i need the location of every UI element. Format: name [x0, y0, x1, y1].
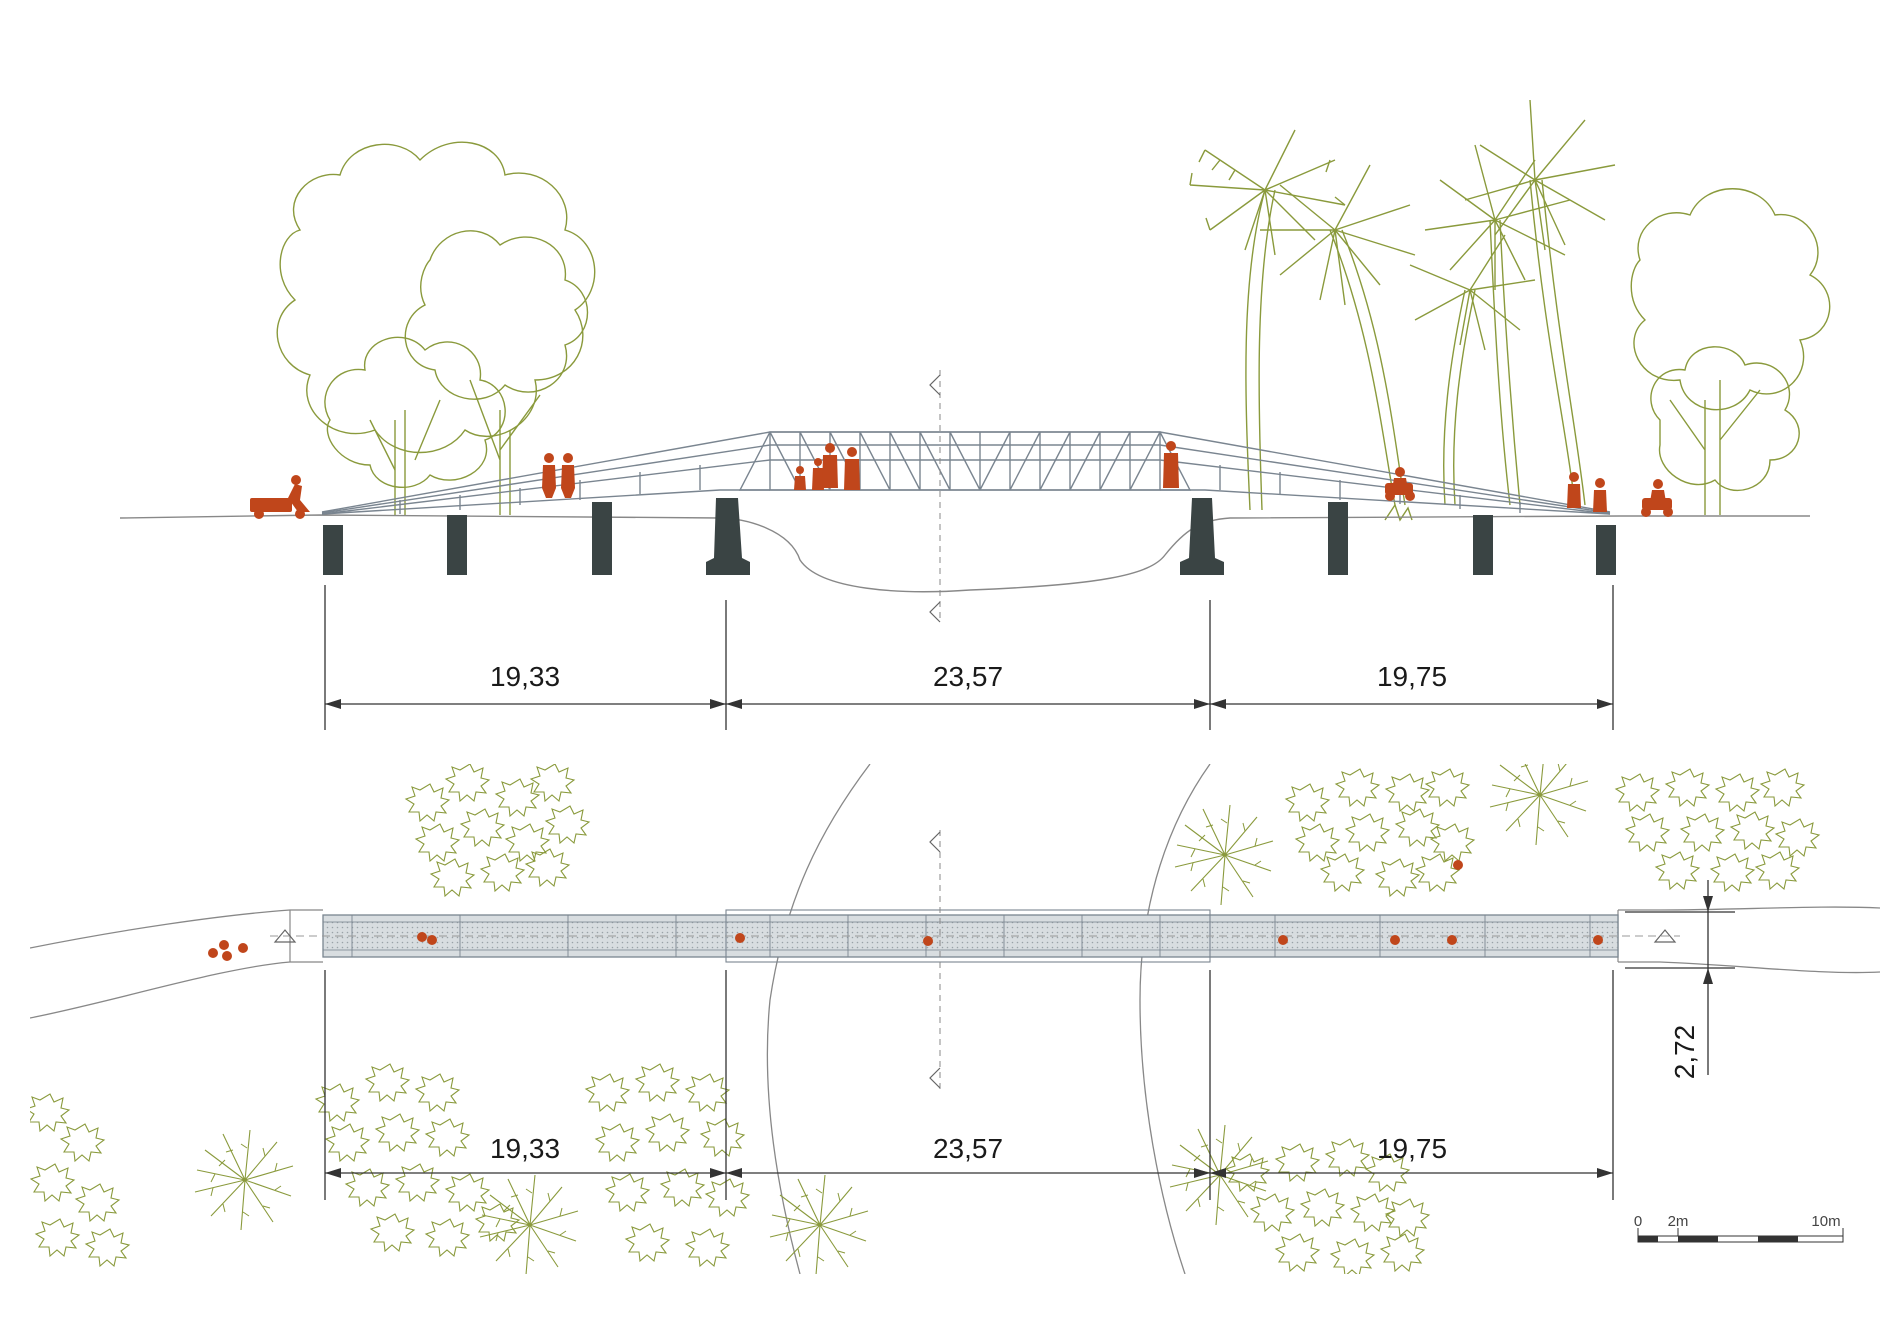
pier	[447, 515, 467, 575]
scale-label-2m: 2m	[1668, 1213, 1689, 1230]
pier	[1328, 502, 1348, 575]
motorbike-icon	[1641, 479, 1673, 517]
plan-span-1-label: 19,33	[490, 1133, 560, 1164]
person-icon	[222, 951, 232, 961]
person-icon	[1390, 935, 1400, 945]
plan-view: 19,33 23,57 19,75 2,72 0 2m 10m	[30, 764, 1880, 1274]
elevation-span-2-label: 23,57	[933, 661, 1003, 692]
posts	[399, 465, 1521, 514]
abutment-right	[1180, 498, 1224, 575]
elevation-dimensions	[324, 585, 1614, 730]
scale-label-10m: 10m	[1811, 1213, 1840, 1230]
person-icon	[1278, 935, 1288, 945]
person-icon	[417, 932, 427, 942]
person-icon	[561, 453, 575, 498]
truss-diagonals	[738, 431, 1192, 491]
section-marker-icon	[273, 929, 297, 943]
abutment-left	[706, 498, 750, 575]
section-marker-icon	[1653, 929, 1677, 943]
person-icon	[219, 940, 229, 950]
bridge-piers	[323, 498, 1616, 575]
person-icon	[1593, 935, 1603, 945]
pier	[1473, 515, 1493, 575]
bridge-deck-plan	[270, 909, 1680, 963]
riverbank-left	[766, 764, 871, 1274]
person-icon	[1593, 478, 1607, 512]
plan-span-3-label: 19,75	[1377, 1133, 1447, 1164]
person-icon	[542, 453, 556, 498]
deciduous-tree-icon	[1630, 188, 1831, 515]
section-marker-icon	[929, 601, 941, 623]
center-axis	[929, 370, 941, 623]
handrail-top	[321, 431, 1611, 513]
plan-span-2-label: 23,57	[933, 1133, 1003, 1164]
plan-vegetation	[30, 764, 1820, 1274]
plan-center-axis	[929, 830, 941, 1090]
road-right	[1618, 906, 1880, 974]
elevation-span-3-label: 19,75	[1377, 661, 1447, 692]
person-icon	[1453, 860, 1463, 870]
person-icon	[238, 943, 248, 953]
person-icon	[1163, 441, 1179, 488]
section-marker-icon	[929, 374, 941, 396]
bridge-structure	[321, 431, 1611, 515]
person-icon	[794, 466, 806, 490]
person-icon	[812, 458, 824, 490]
riverbank-right	[1139, 764, 1211, 1274]
person-icon	[1567, 472, 1581, 508]
elevation-figures	[250, 441, 1673, 519]
pier	[1596, 525, 1616, 575]
plan-deck-width-label: 2,72	[1669, 1025, 1700, 1080]
person-icon	[208, 948, 218, 958]
person-icon	[844, 447, 860, 490]
plan-figures	[208, 860, 1603, 961]
section-marker-icon	[929, 831, 941, 853]
palm-tree-icon	[1189, 99, 1616, 522]
road-left	[30, 909, 323, 1019]
scale-bar: 0 2m 10m	[1634, 1213, 1844, 1243]
elevation-span-1-label: 19,33	[490, 661, 560, 692]
person-icon	[1447, 935, 1457, 945]
motorbike-icon	[1385, 467, 1415, 501]
motorbike-icon	[250, 475, 310, 519]
pier	[323, 525, 343, 575]
plan-dimensions	[324, 880, 1735, 1200]
scale-label-zero: 0	[1634, 1213, 1642, 1230]
elevation-view: 19,33 23,57 19,75	[119, 99, 1831, 730]
person-icon	[735, 933, 745, 943]
person-icon	[427, 935, 437, 945]
person-icon	[822, 443, 838, 488]
elevation-vegetation	[276, 99, 1831, 522]
ground-line	[119, 514, 1810, 593]
deck-line	[321, 489, 1611, 515]
person-icon	[923, 936, 933, 946]
pier	[592, 502, 612, 575]
handrail-low	[321, 459, 1611, 515]
truss-frame	[769, 431, 1161, 491]
section-marker-icon	[929, 1067, 941, 1089]
